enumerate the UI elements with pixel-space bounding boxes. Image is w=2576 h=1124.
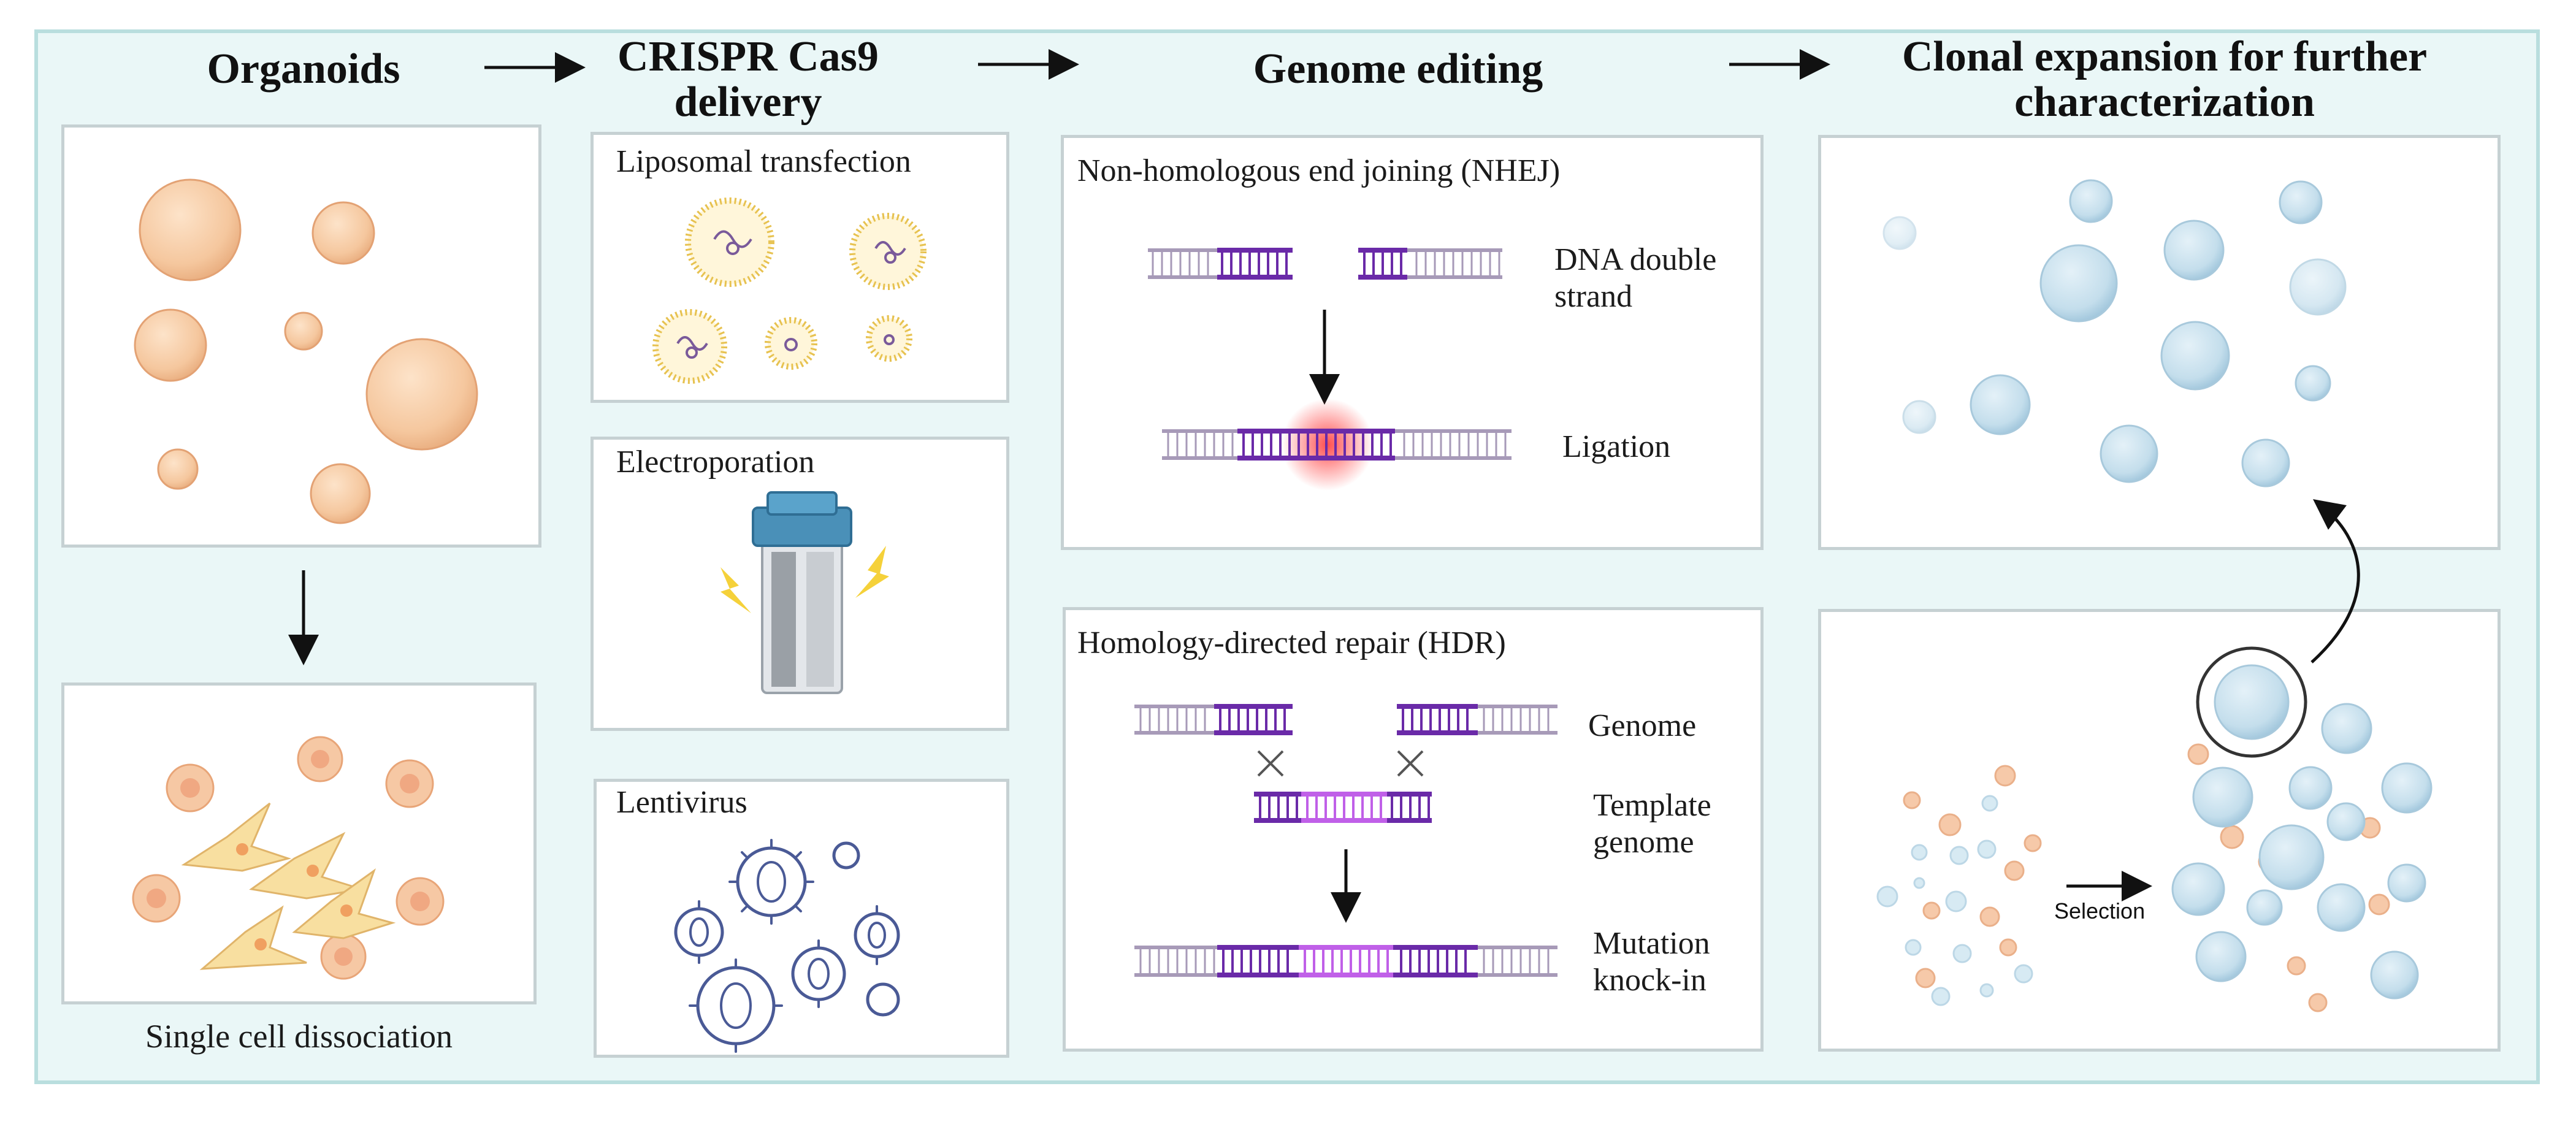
blue-organoid [2160, 321, 2230, 391]
mutation-label-line1: Mutation [1593, 926, 1710, 961]
blue-organoid [2370, 950, 2419, 1000]
title-clonal-line1: Clonal expansion for further [1901, 33, 2428, 80]
blue-organoid [2100, 424, 2158, 483]
liposome [652, 309, 727, 384]
virus-particle [674, 907, 724, 957]
blue-organoid [2288, 766, 2333, 810]
organoid [284, 312, 323, 351]
hdr-genome-broken [1134, 704, 1557, 735]
blue-organoid [2246, 889, 2283, 926]
dna-label-line2: strand [1554, 279, 1633, 314]
selected-organoids [2171, 646, 2433, 1012]
blue-organoid [2069, 179, 2113, 223]
lightning-icon [855, 546, 889, 598]
blue-organoid [1970, 374, 2031, 435]
dna-label-line1: DNA double [1554, 242, 1717, 277]
blue-organoid [2326, 802, 2366, 841]
virus-particle [791, 946, 846, 1001]
hdr-title: Homology-directed repair (HDR) [1077, 625, 1506, 660]
template-label-line2: genome [1593, 825, 1694, 860]
lentivirus-label: Lentivirus [616, 785, 747, 820]
blue-organoid [2317, 883, 2366, 932]
nhej-dna-ligated [1162, 429, 1512, 461]
title-clonal-line2: characterization [2014, 78, 2315, 126]
blue-organoid [2171, 862, 2225, 916]
panel-nhej [1061, 135, 1764, 550]
blue-organoid [2295, 365, 2331, 402]
blue-organoid [2241, 438, 2290, 487]
liposome [849, 213, 927, 290]
crossover-marks [1257, 750, 1424, 777]
panel-hdr [1063, 607, 1764, 1052]
single-cells [132, 736, 445, 980]
panel-clonal-top [1818, 135, 2501, 550]
electroporation-label: Electroporation [616, 445, 815, 480]
blue-organoid [2192, 767, 2253, 828]
organoid [310, 463, 371, 524]
title-organoids: Organoids [207, 45, 400, 93]
liposomes [652, 197, 927, 384]
liposome [866, 315, 912, 362]
selection-label: Selection [2054, 898, 2146, 923]
spindle-cell [292, 868, 396, 939]
panel-single-cells [61, 682, 537, 1004]
mutation-label-line2: knock-in [1593, 963, 1707, 998]
spindle-cell [199, 905, 307, 970]
blue-organoid [2289, 258, 2347, 316]
organoid [157, 448, 199, 490]
ligation-label: Ligation [1562, 429, 1671, 464]
lentivirus-particles [674, 841, 900, 1046]
organoid-cluster [134, 178, 478, 524]
highlighted-clone [2214, 664, 2290, 740]
nhej-dna-broken [1148, 248, 1502, 280]
organoid [365, 338, 478, 451]
spindle-cell [249, 832, 362, 900]
genome-label: Genome [1588, 708, 1697, 743]
virus-particle [696, 966, 776, 1046]
liposomal-label: Liposomal transfection [616, 144, 911, 179]
virus-particle [854, 912, 900, 958]
clone-highlight-ring [2196, 646, 2307, 758]
blue-organoid [2381, 762, 2433, 814]
organoid [311, 201, 375, 265]
liposome [685, 197, 774, 287]
virus-particle [866, 982, 900, 1017]
title-genome-editing: Genome editing [1253, 45, 1543, 93]
spindle-cell [181, 802, 292, 872]
blue-organoid [2195, 931, 2247, 982]
panel-lentivirus [594, 779, 1009, 1058]
virus-particle [832, 841, 860, 870]
expanded-organoids [1882, 179, 2347, 487]
title-crispr-line2: delivery [674, 78, 822, 126]
blue-organoid [2387, 863, 2426, 903]
lightning-icon [720, 567, 751, 613]
organoid [139, 178, 242, 281]
nhej-title: Non-homologous end joining (NHEJ) [1077, 153, 1561, 188]
blue-organoid [2163, 220, 2225, 281]
organoid [134, 308, 207, 382]
single-cell-dissociation-label: Single cell dissociation [145, 1018, 453, 1055]
hdr-template [1254, 792, 1432, 823]
blue-organoid [2279, 180, 2323, 224]
blue-organoid [2039, 244, 2118, 323]
mixed-single-cells [1876, 765, 2042, 1006]
liposome [765, 317, 817, 370]
electroporation-cuvette [720, 491, 889, 694]
title-crispr-line1: CRISPR Cas9 [617, 33, 879, 80]
blue-organoid [1902, 400, 1936, 434]
blue-organoid [2321, 703, 2372, 754]
blue-organoid [1882, 216, 1917, 250]
blue-organoid [2258, 824, 2325, 890]
template-label-line1: Template [1593, 788, 1711, 823]
hdr-knock-in-dna [1134, 945, 1557, 977]
expansion-arrow [2310, 499, 2360, 663]
